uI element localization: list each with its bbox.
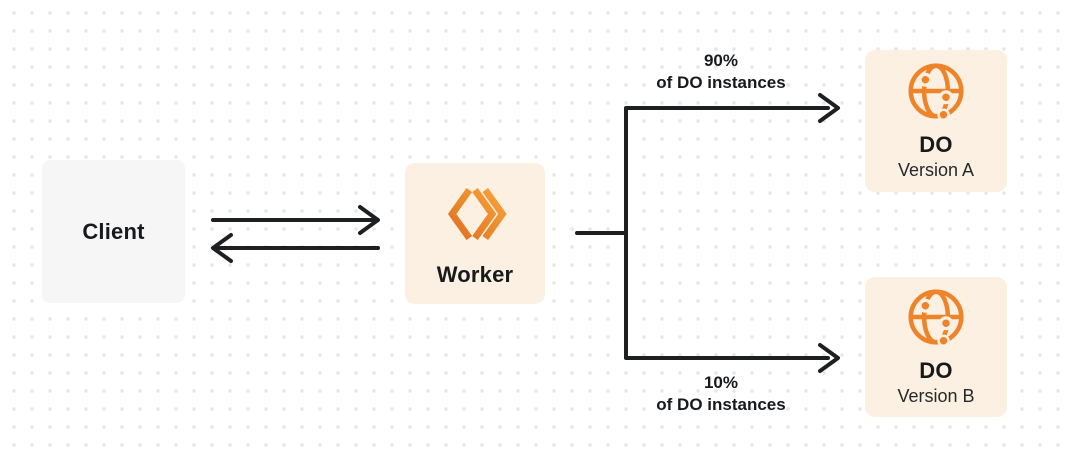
branch-bottom-arrowhead — [818, 343, 840, 373]
durable-object-globe-icon — [906, 61, 966, 126]
client-label: Client — [82, 218, 145, 244]
client-to-worker-arrow — [211, 205, 380, 235]
do-b-subtitle: Version B — [897, 386, 975, 407]
do-b-title: DO — [919, 358, 953, 384]
worker-branch-connector — [575, 106, 830, 360]
worker-node: Worker — [405, 163, 545, 304]
worker-label: Worker — [436, 261, 514, 287]
worker-to-client-arrow — [211, 233, 380, 263]
durable-object-globe-icon — [906, 287, 966, 352]
client-node: Client — [42, 160, 185, 303]
do-a-subtitle: Version A — [897, 160, 975, 181]
branch-top-label: 90% of DO instances — [656, 50, 785, 94]
do-a-title: DO — [919, 132, 953, 158]
branch-bottom-label: 10% of DO instances — [656, 372, 785, 416]
cloudflare-workers-icon — [443, 182, 507, 251]
branch-bottom-percent: 10% — [703, 373, 739, 392]
do-version-b-node: DO Version B — [865, 277, 1007, 417]
branch-top-arrowhead — [818, 93, 840, 123]
do-version-a-node: DO Version A — [865, 50, 1007, 192]
branch-bottom-caption: of DO instances — [656, 395, 786, 414]
branch-top-caption: of DO instances — [656, 73, 786, 92]
branch-top-percent: 90% — [703, 51, 739, 70]
